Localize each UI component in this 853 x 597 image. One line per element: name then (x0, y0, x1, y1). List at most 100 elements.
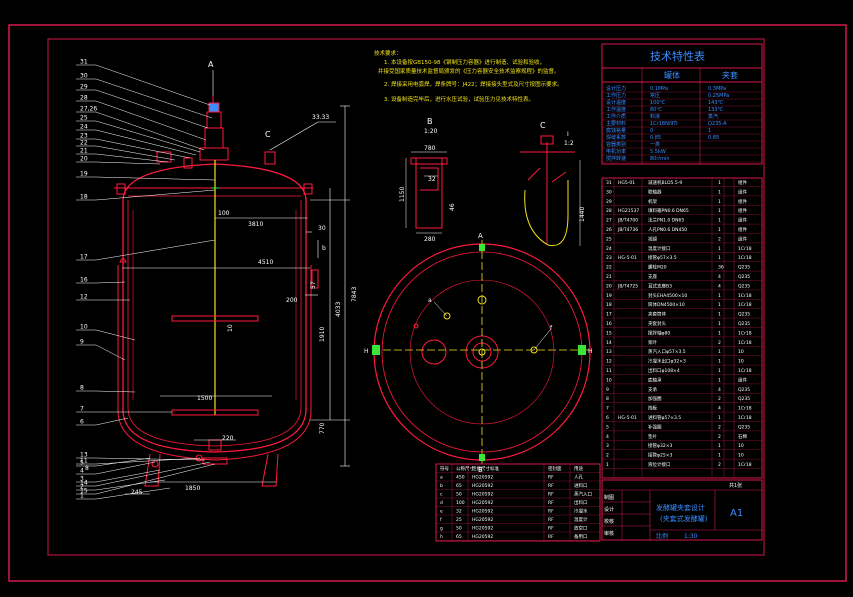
parts-cell: 螺栓M20 (648, 264, 667, 271)
tech-notes-title: 技术要求： (374, 49, 402, 57)
parts-cell: 机架 (648, 198, 657, 205)
parts-cell: 石棉 (738, 433, 747, 440)
parts-cell: 加强圈 (648, 395, 662, 402)
side-num-57: 57 (310, 281, 317, 289)
nozzle-cell: 65 (456, 483, 462, 489)
tech-row-vessel: 料液 (650, 113, 660, 120)
parts-cell: 10 (738, 453, 744, 459)
nozzle-cell: RF (548, 509, 554, 515)
outer-frame (8, 24, 847, 582)
parts-cell: JB/T4725 (617, 283, 638, 289)
side-dim-1: 200 (286, 297, 298, 304)
callout-label: 12 (80, 294, 88, 301)
tech-row-vessel: 5.5kW (650, 149, 666, 155)
nozzle-cell: RF (548, 483, 554, 489)
tech-row-jacket: 1 (708, 128, 711, 134)
parts-cell: 1 (718, 359, 721, 365)
nozzle-cell: 人孔 (574, 474, 583, 481)
parts-cell: 底轴承 (648, 376, 662, 383)
tech-row-label: 容器类别 (606, 141, 626, 148)
main-vessel-view[interactable]: A C 33.33 100 3810 4510 200 30 b 57 7843… (76, 59, 358, 500)
parts-cell: 10 (738, 359, 744, 365)
parts-cell: 1Cr18 (738, 340, 752, 346)
parts-cell: 1Cr18 (738, 255, 752, 261)
inner-frame (47, 38, 765, 556)
nozzle-cell: 50 (456, 492, 462, 498)
nozzle-cell: RF (548, 475, 554, 481)
parts-cell: HG5-01 (618, 180, 635, 186)
detail-b-d1: 780 (424, 145, 436, 152)
nozzle-cell: HG20592 (472, 483, 493, 489)
parts-cell: 1 (718, 208, 721, 214)
parts-cell: Q235 (738, 265, 750, 271)
parts-cell: 夹套筒体 (648, 311, 666, 318)
parts-cell: 封头EHA4500×10 (648, 292, 687, 299)
nozzle-cell: HG20592 (472, 534, 493, 540)
tech-row-label: 工作介质 (606, 113, 626, 120)
parts-cell: 9 (606, 387, 609, 393)
plan-tag-a: a (428, 297, 432, 304)
parts-cell: 29 (606, 199, 612, 205)
detail-b-d2: 32 (428, 176, 436, 183)
parts-cell: 组件 (738, 235, 747, 242)
tech-row-label: 搅拌转速 (606, 155, 626, 162)
nozzle-cell: HG20592 (472, 509, 493, 515)
parts-cell: 11 (606, 368, 612, 374)
parts-cell: 2 (718, 424, 721, 430)
detail-c-scale-bottom: 1:2 (564, 140, 574, 147)
vessel-jacket (117, 265, 312, 461)
callout-label: 31 (80, 59, 88, 66)
nozzle-cell: 放空口 (574, 525, 588, 532)
plan-label-right: H (588, 348, 593, 355)
tech-row-vessel: 0.85 (650, 135, 661, 141)
nozzle-cell: RF (548, 526, 554, 532)
plan-label-bottom: B (478, 466, 483, 474)
tech-row-vessel: 一类 (650, 141, 660, 148)
parts-cell: 1 (718, 227, 721, 233)
parts-cell: 1 (718, 321, 721, 327)
view-c-label: C (265, 130, 271, 139)
callout-label: 13 (80, 452, 88, 459)
tech-row-jacket: 0.3MPa (708, 86, 726, 92)
parts-cell: 桨叶 (648, 339, 657, 346)
parts-cell: 4 (718, 283, 721, 289)
parts-cell: 1 (718, 368, 721, 374)
tech-row-jacket: 143℃ (708, 100, 724, 106)
nozzle-dim: 33.33 (312, 114, 329, 121)
height-3: 1910 (319, 327, 326, 342)
technical-notes: 技术要求： 1. 本设备按GB150-98《钢制压力容器》进行制造、试验和验收，… (374, 49, 563, 103)
parts-cell: 1 (718, 453, 721, 459)
nozzle-cell: h (440, 534, 443, 540)
parts-cell: 支座 (648, 273, 657, 280)
detail-c-view[interactable]: C I 1:2 1440 (520, 121, 586, 247)
impeller-dim: 10 (227, 324, 234, 332)
tech-row-vessel: 常压 (650, 92, 660, 99)
parts-cell: 减速机BLD5.5-9 (648, 179, 682, 186)
parts-cell: 耳式支座B3 (648, 282, 672, 289)
tb-title-2: (夹套式发酵罐) (660, 514, 708, 523)
height-2: 4033 (335, 302, 342, 317)
parts-cell: 1Cr18 (738, 246, 752, 252)
parts-cell: 1 (718, 415, 721, 421)
callout-label: 9 (80, 339, 84, 346)
nozzle-cell: f (440, 517, 442, 523)
tech-note-4: 3. 设备制造完毕后，进行水压试验，试验压力见技术特性表。 (384, 95, 534, 103)
tech-row-vessel: 0 (650, 128, 653, 134)
detail-b-view[interactable]: B 1:20 780 32 1150 46 280 (399, 117, 456, 243)
callout-label: 23 (80, 133, 88, 140)
callout-label: 1 (80, 493, 84, 500)
plan-tag-f: f (550, 325, 553, 332)
nozzle-cell: 连接尺寸标准 (472, 465, 499, 472)
title-block[interactable]: 制图 设计 校核 审核 共1张 发酵罐夹套设计 (夹套式发酵罐) A1 比例 1… (601, 479, 763, 541)
parts-cell: 人孔PN0.6 DN450 (648, 226, 687, 233)
nozzle-cell: 备用口 (574, 533, 588, 540)
plan-view[interactable]: A B H H a f (364, 232, 593, 474)
callout-label: 2 (80, 484, 84, 491)
